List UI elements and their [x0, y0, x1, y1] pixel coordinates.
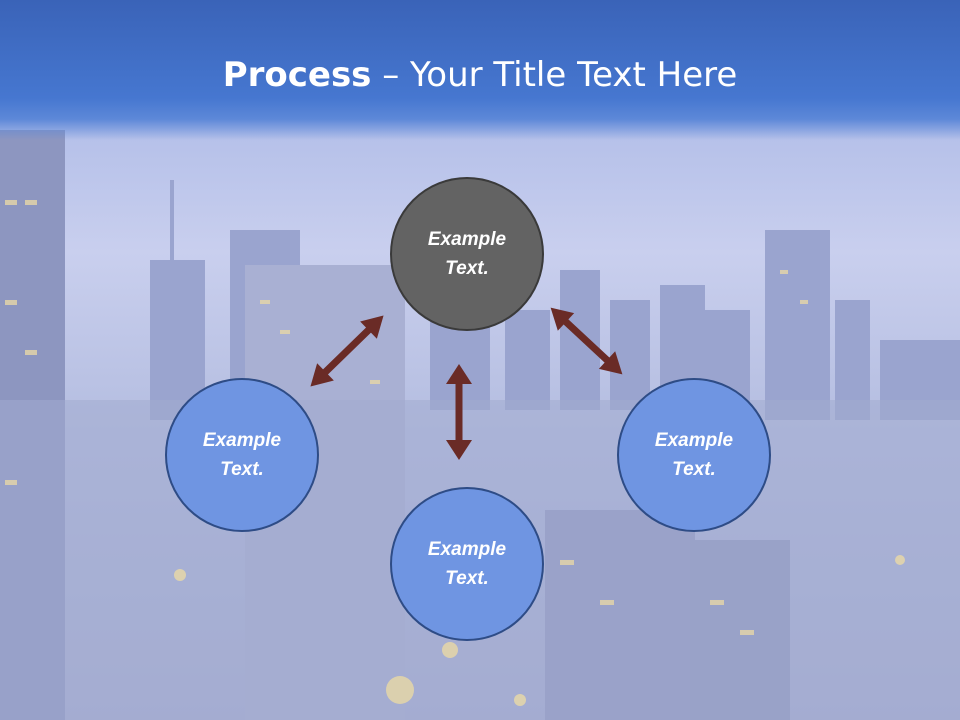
bottom-node: Example Text. [390, 487, 544, 641]
header-band [0, 0, 960, 140]
slide-title-bold: Process [222, 55, 372, 95]
center-node: Example Text. [390, 177, 544, 331]
bottom-node-label: Example Text. [427, 539, 507, 589]
left-node-label: Example Text. [202, 430, 282, 480]
right-node-label: Example Text. [654, 430, 734, 480]
center-node-label: Example Text. [427, 229, 507, 279]
arrow-center-bottom [446, 364, 472, 460]
left-node: Example Text. [165, 378, 319, 532]
arrow-center-left [310, 315, 384, 387]
slide-title-rest: – Your Title Text Here [371, 55, 738, 95]
arrow-group [310, 307, 623, 460]
right-node: Example Text. [617, 378, 771, 532]
arrow-center-right [550, 307, 623, 375]
slide-title: Process – Your Title Text Here [0, 50, 960, 100]
